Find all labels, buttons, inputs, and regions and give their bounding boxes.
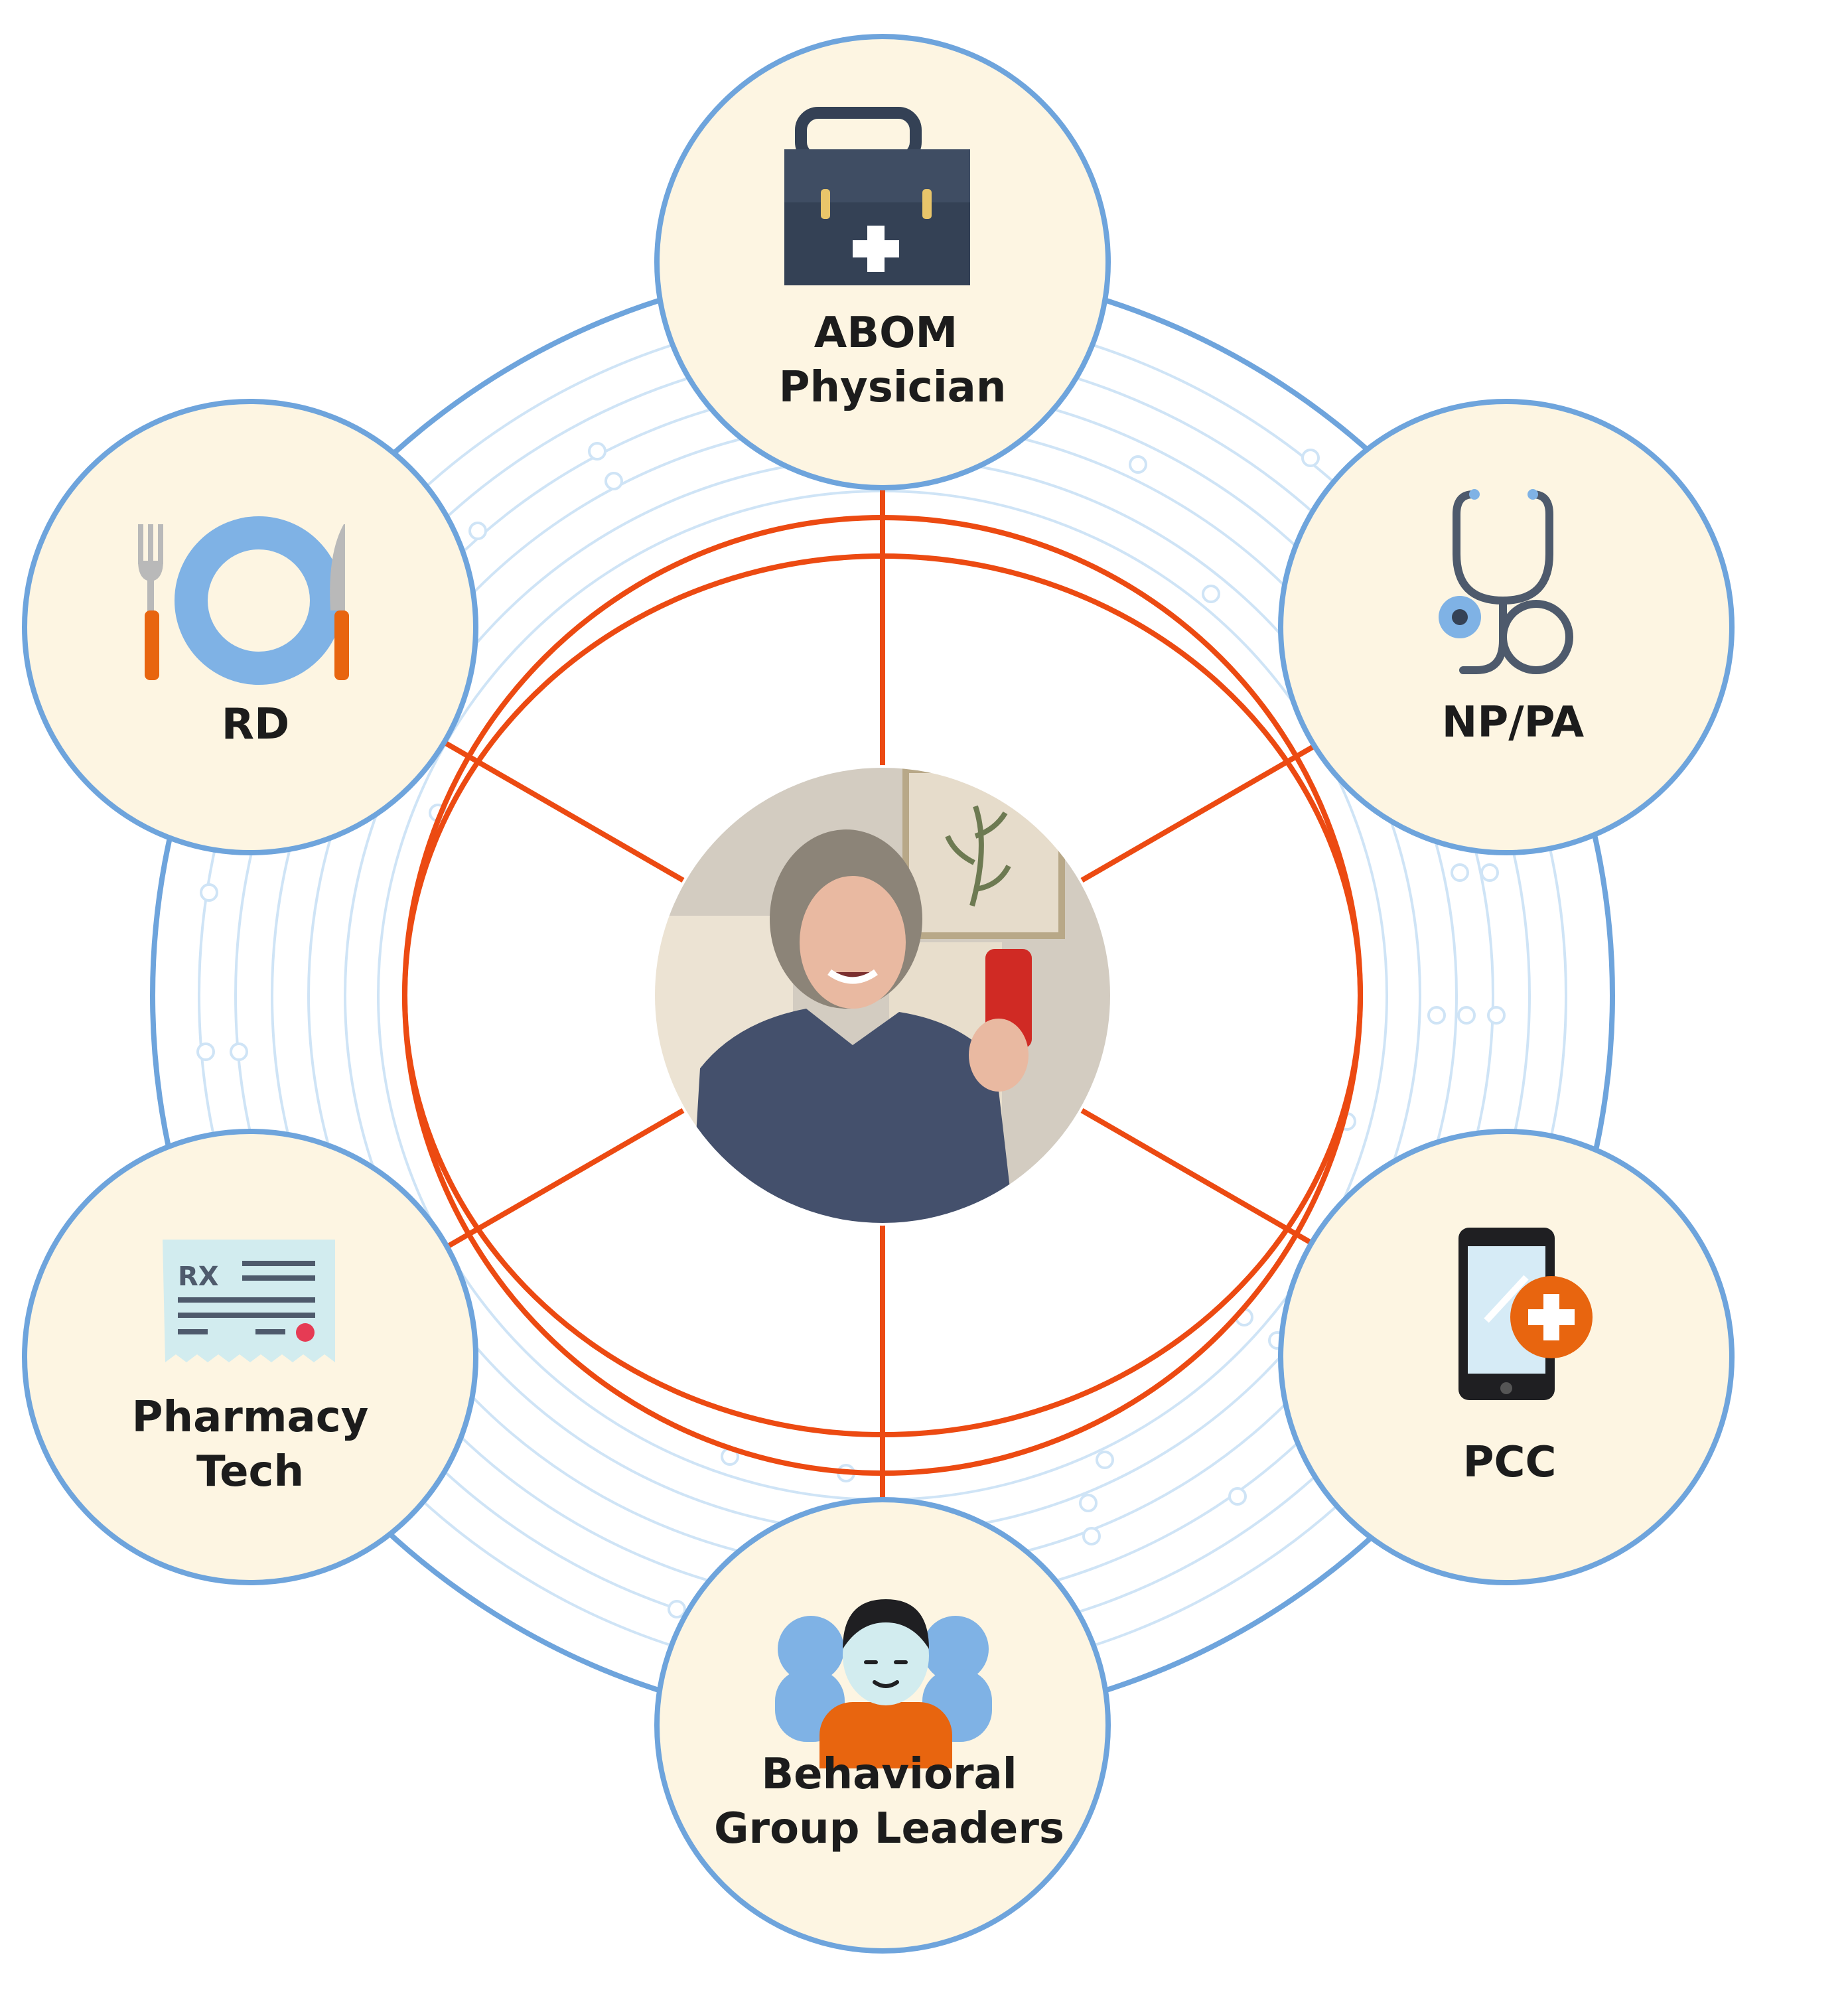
face	[800, 876, 906, 1009]
node-label-line-1: Pharmacy	[132, 1393, 369, 1442]
node-pharmacy-tech: RX Pharmacy Tech	[25, 1131, 476, 1583]
node-rd: RD	[25, 401, 476, 853]
node-abom-physician: ABOM Physician	[657, 36, 1108, 488]
prescription-rx-text: RX	[178, 1261, 219, 1292]
node-label-line-1: NP/PA	[1442, 698, 1585, 747]
node-behavioral-group-leaders: Behavioral Group Leaders	[657, 1500, 1108, 1951]
prescription-icon: RX	[163, 1240, 335, 1362]
node-label-line-1: Behavioral	[761, 1750, 1017, 1799]
node-np-pa: NP/PA	[1281, 401, 1732, 853]
node-label-line-2: Group Leaders	[714, 1804, 1064, 1853]
node-pcc: PCC	[1281, 1131, 1732, 1583]
patient-photo	[654, 766, 1111, 1234]
node-label-line-2: Physician	[779, 363, 1007, 412]
node-label-line-2: Tech	[196, 1447, 304, 1496]
node-label-line-1: PCC	[1463, 1438, 1557, 1487]
node-label-line-1: ABOM	[814, 309, 958, 358]
node-label-line-1: RD	[222, 700, 289, 749]
